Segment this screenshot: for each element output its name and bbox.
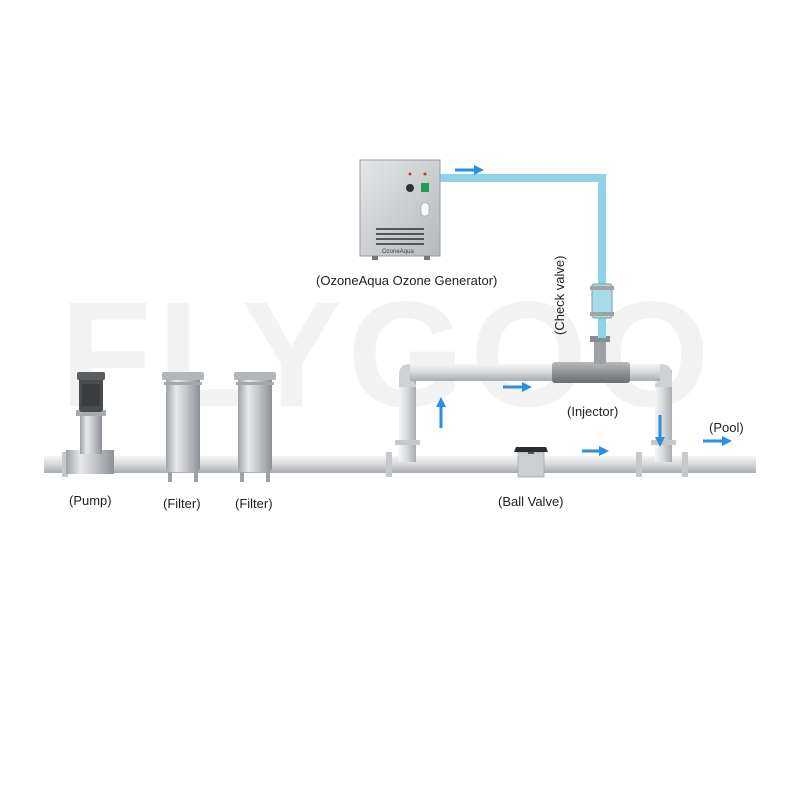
arrow-icon-bypass — [503, 382, 532, 392]
check-valve-label: (Check valve) — [552, 255, 567, 335]
pump — [66, 372, 114, 474]
arrow-icon-pool — [703, 436, 732, 446]
injector-label: (Injector) — [567, 404, 619, 419]
ball-valve-label: (Ball Valve) — [498, 494, 564, 509]
main-pipe — [44, 456, 756, 473]
filter-2 — [234, 372, 276, 482]
arrow-icon-up — [436, 397, 446, 428]
arrow-icon-down — [655, 415, 665, 447]
ozone-line — [440, 174, 606, 338]
pipe-couplings — [62, 452, 688, 477]
filter-1 — [162, 372, 204, 482]
pump-label: (Pump) — [69, 493, 112, 508]
ozone-generator — [359, 159, 441, 260]
generator-knob-icon — [406, 184, 414, 192]
pool-label: (Pool) — [709, 420, 744, 435]
check-valve — [590, 283, 614, 319]
filter-1-label: (Filter) — [163, 496, 201, 511]
flow-arrows — [436, 165, 732, 456]
arrow-icon-ozone — [455, 165, 484, 175]
generator-switch-icon — [421, 183, 429, 192]
injector — [552, 336, 630, 383]
generator-brand: OzoneAqua — [382, 249, 414, 255]
generator-label: (OzoneAqua Ozone Generator) — [316, 273, 498, 288]
filter-2-label: (Filter) — [235, 496, 273, 511]
arrow-icon-main — [582, 446, 609, 456]
ball-valve-icon — [514, 447, 548, 478]
